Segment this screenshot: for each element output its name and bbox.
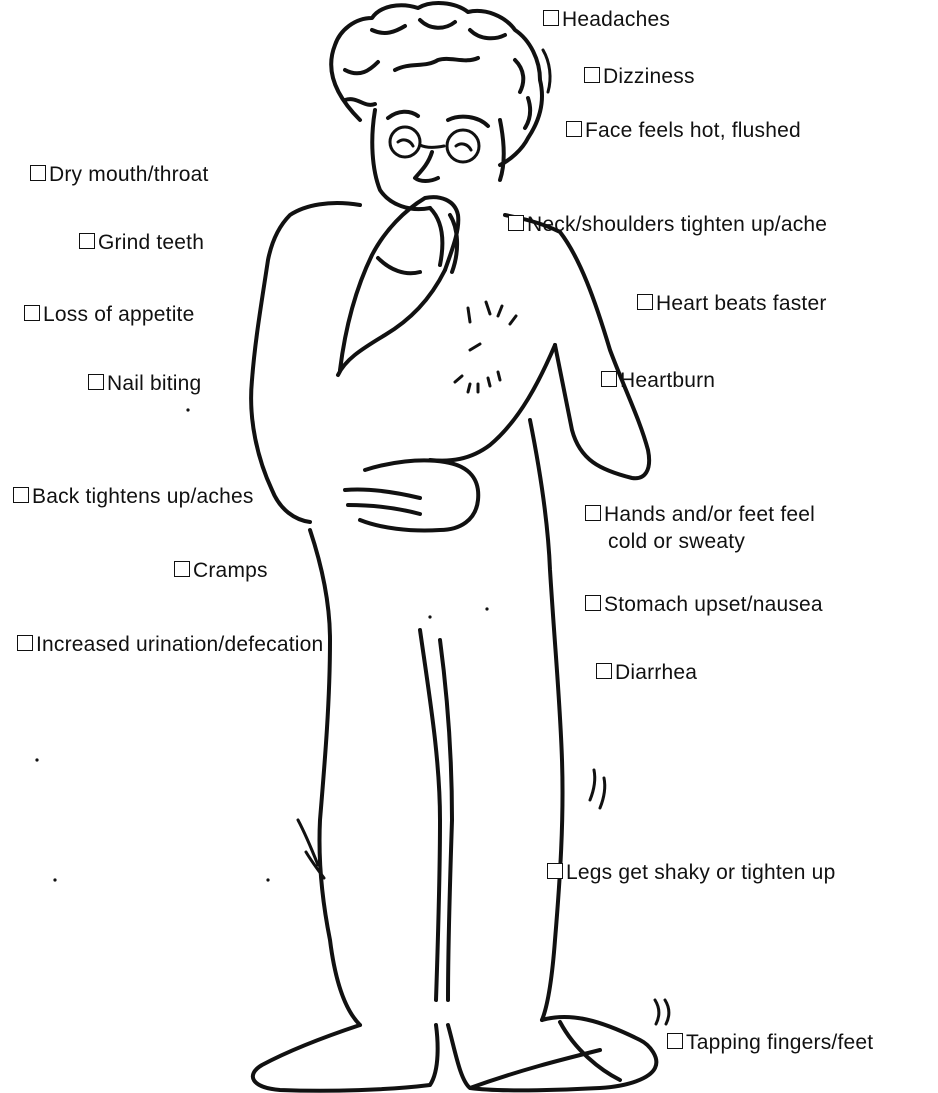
checkbox-icon[interactable] <box>88 374 104 390</box>
checkbox-icon[interactable] <box>566 121 582 137</box>
symptom-heartburn[interactable]: Heartburn <box>601 367 715 394</box>
symptom-dry-mouth[interactable]: Dry mouth/throat <box>30 161 209 188</box>
symptom-nail-biting[interactable]: Nail biting <box>88 370 201 397</box>
symptom-label: Cramps <box>193 557 268 584</box>
checkbox-icon[interactable] <box>596 663 612 679</box>
symptom-heart-faster[interactable]: Heart beats faster <box>637 290 827 317</box>
symptom-label: Back tightens up/aches <box>32 483 254 510</box>
checkbox-icon[interactable] <box>13 487 29 503</box>
symptom-legs[interactable]: Legs get shaky or tighten up <box>547 859 835 886</box>
checkbox-icon[interactable] <box>585 595 601 611</box>
symptom-hands-feet[interactable]: Hands and/or feet feel cold or sweaty <box>585 501 815 555</box>
face <box>372 110 503 209</box>
hair <box>331 3 550 165</box>
checkbox-icon[interactable] <box>79 233 95 249</box>
symptom-label: Nail biting <box>107 370 201 397</box>
symptom-label: Heartburn <box>620 367 715 394</box>
feet <box>253 1000 669 1091</box>
symptom-neck-shoulders[interactable]: Neck/shoulders tighten up/ache <box>508 211 827 238</box>
symptom-label: Neck/shoulders tighten up/ache <box>527 211 827 238</box>
checkbox-icon[interactable] <box>584 67 600 83</box>
symptom-label: Face feels hot, flushed <box>585 117 801 144</box>
checkbox-icon[interactable] <box>547 863 563 879</box>
symptom-label: Dry mouth/throat <box>49 161 209 188</box>
symptom-cramps[interactable]: Cramps <box>174 557 268 584</box>
symptom-label: Diarrhea <box>615 659 697 686</box>
checkbox-icon[interactable] <box>17 635 33 651</box>
symptom-label: Headaches <box>562 6 670 33</box>
symptom-label: Tapping fingers/feet <box>686 1029 873 1056</box>
symptom-label: Legs get shaky or tighten up <box>566 859 835 886</box>
checkbox-icon[interactable] <box>637 294 653 310</box>
symptom-face-hot[interactable]: Face feels hot, flushed <box>566 117 801 144</box>
checkbox-icon[interactable] <box>667 1033 683 1049</box>
symptom-label-line-1: Hands and/or feet feel <box>604 501 815 528</box>
symptom-tapping[interactable]: Tapping fingers/feet <box>667 1029 873 1056</box>
heartbeat-lines <box>455 302 516 392</box>
symptom-label: Heart beats faster <box>656 290 827 317</box>
symptom-label: Loss of appetite <box>43 301 194 328</box>
symptom-label: Dizziness <box>603 63 695 90</box>
symptom-label: Stomach upset/nausea <box>604 591 823 618</box>
symptom-urination[interactable]: Increased urination/defecation <box>17 631 323 658</box>
symptom-label: Hands and/or feet feel cold or sweaty <box>604 501 815 555</box>
checkbox-icon[interactable] <box>174 561 190 577</box>
symptom-back[interactable]: Back tightens up/aches <box>13 483 254 510</box>
symptom-loss-appetite[interactable]: Loss of appetite <box>24 301 194 328</box>
symptom-grind-teeth[interactable]: Grind teeth <box>79 229 204 256</box>
symptom-headaches[interactable]: Headaches <box>543 6 670 33</box>
hand-at-mouth <box>338 197 458 375</box>
hand-on-stomach <box>345 345 555 531</box>
symptom-label: Increased urination/defecation <box>36 631 323 658</box>
checkbox-icon[interactable] <box>508 215 524 231</box>
checkbox-icon[interactable] <box>585 505 601 521</box>
checkbox-icon[interactable] <box>543 10 559 26</box>
checkbox-icon[interactable] <box>30 165 46 181</box>
checkbox-icon[interactable] <box>601 371 617 387</box>
symptom-diarrhea[interactable]: Diarrhea <box>596 659 697 686</box>
symptom-label: Grind teeth <box>98 229 204 256</box>
checkbox-icon[interactable] <box>24 305 40 321</box>
symptom-label-line-2: cold or sweaty <box>604 528 815 555</box>
symptom-dizziness[interactable]: Dizziness <box>584 63 695 90</box>
symptom-stomach[interactable]: Stomach upset/nausea <box>585 591 823 618</box>
